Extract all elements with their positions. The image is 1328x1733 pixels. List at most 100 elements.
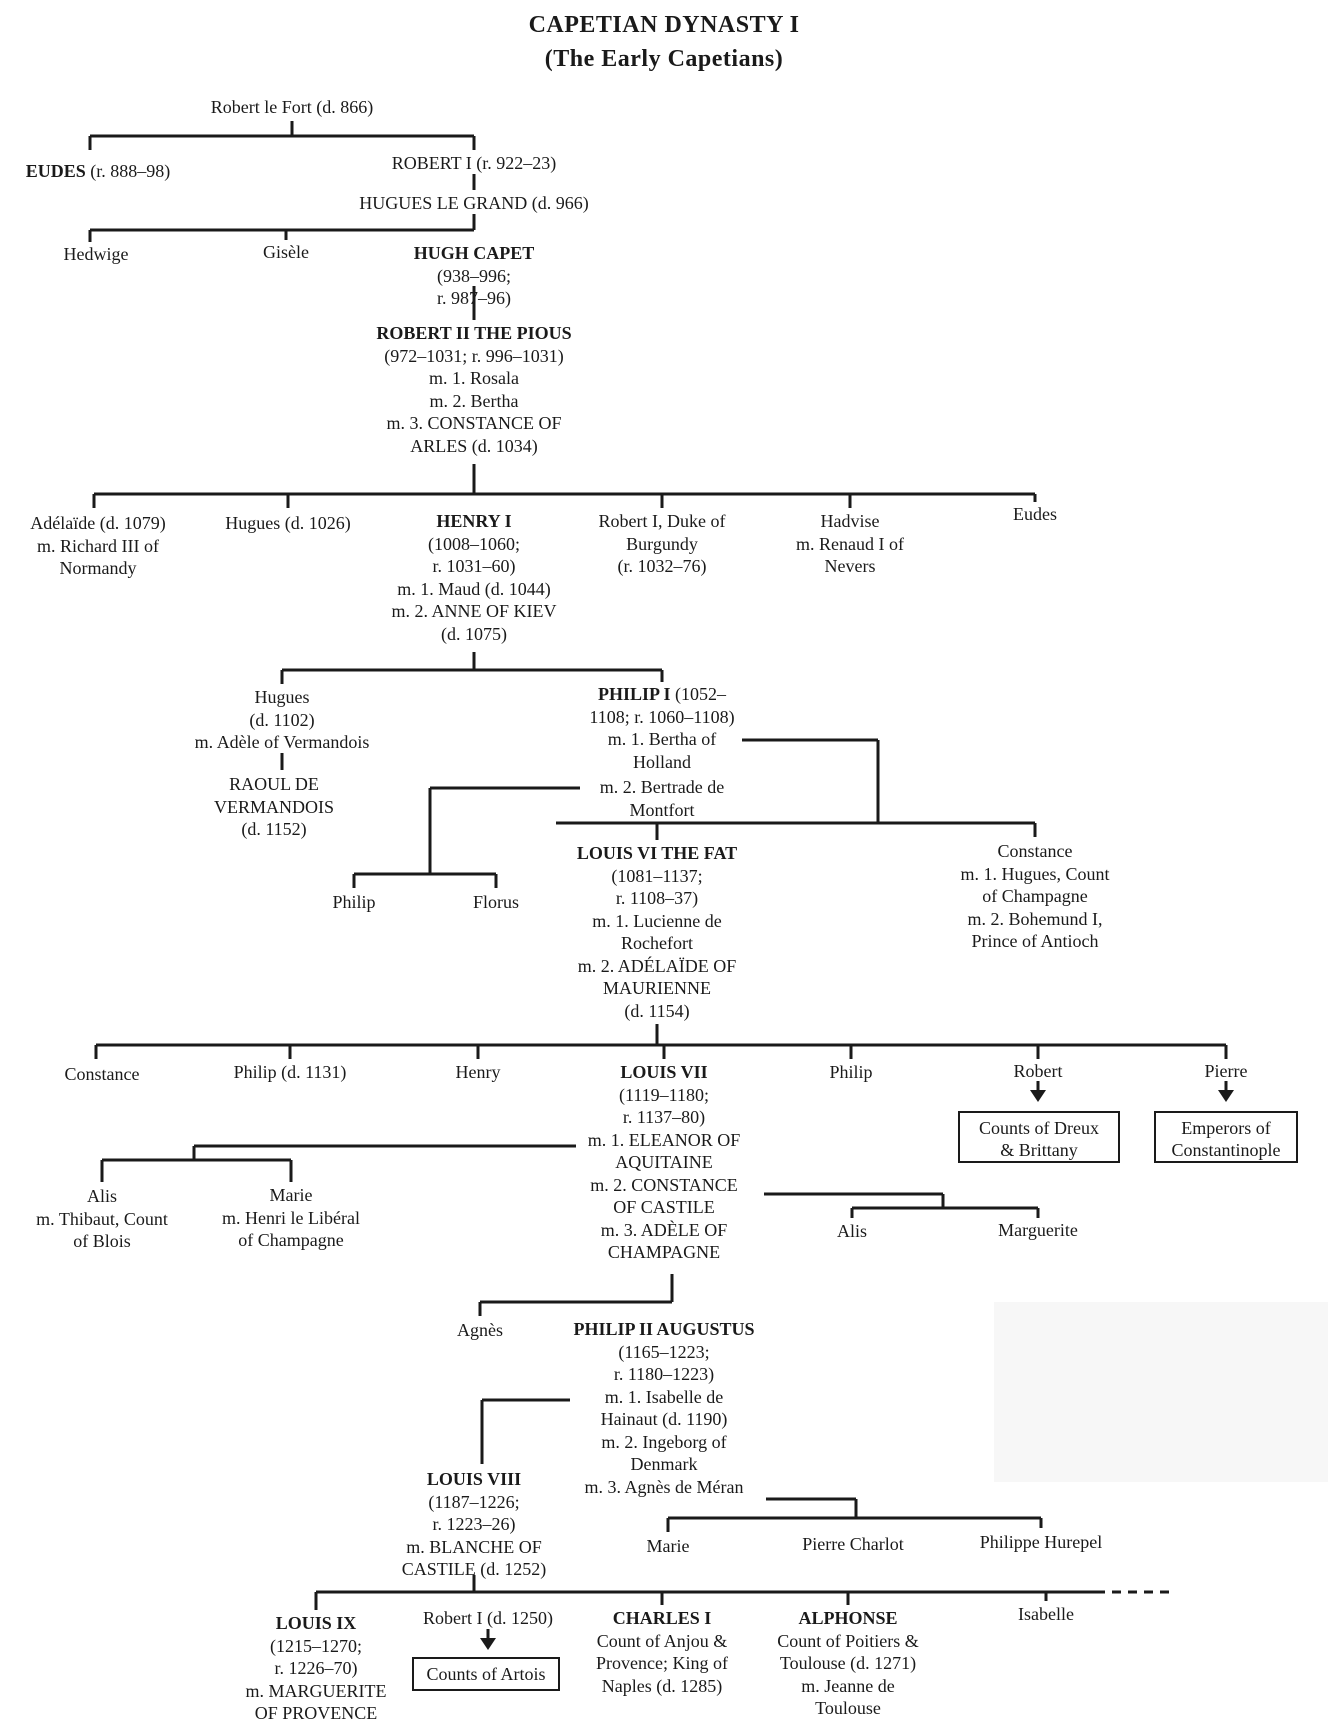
person-detail: m. 3. Agnès de Méran: [584, 1476, 744, 1497]
person-detail: m. 2. CONSTANCE: [590, 1174, 738, 1195]
person-detail: (938–996;: [436, 265, 511, 286]
person-detail: r. 1226–70): [274, 1658, 358, 1678]
person-detail: m. 2. Ingeborg of: [601, 1431, 727, 1452]
person-detail: m. Thibaut, Count: [36, 1208, 168, 1229]
person-detail: r. 1223–26): [432, 1514, 516, 1534]
person-detail: (1215–1270;: [270, 1635, 362, 1656]
person-name: PHILIP I: [597, 684, 671, 704]
person-detail: m. 1. Maud (d. 1044): [397, 578, 551, 599]
descent-arrow-icon: [480, 1638, 496, 1650]
person-name: HUGH CAPET: [413, 243, 535, 263]
person-name: LOUIS VII: [620, 1062, 708, 1082]
person-robert-1250: Robert I (d. 1250): [423, 1607, 553, 1630]
person-detail: Toulouse: [815, 1698, 881, 1718]
person-detail: OF CASTILE: [613, 1197, 715, 1217]
person-detail: (d. 1102): [249, 709, 315, 730]
person-detail: m. 3. ADÈLE OF: [600, 1219, 728, 1240]
person-detail: (972–1031; r. 996–1031): [384, 345, 564, 366]
person-isabelle: Isabelle: [1018, 1603, 1074, 1626]
person-detail: m. MARGUERITE: [245, 1680, 387, 1701]
person-detail: (1187–1226;: [428, 1491, 520, 1512]
person-detail: of Champagne: [238, 1230, 344, 1250]
person-name: Gisèle: [263, 242, 309, 262]
person-name: Constance: [997, 841, 1073, 861]
person-louis-ix: LOUIS IX(1215–1270;r. 1226–70)m. MARGUER…: [246, 1612, 387, 1725]
person-name: Marguerite: [998, 1220, 1078, 1240]
person-robert-dreux: Robert: [1014, 1060, 1063, 1083]
lineage-box-line: Constantinople: [1171, 1140, 1281, 1160]
person-name: Isabelle: [1018, 1604, 1074, 1624]
person-name: Alis: [836, 1221, 868, 1241]
person-detail: m. 1. Hugues, Count: [960, 863, 1110, 884]
person-detail: MAURIENNE: [603, 978, 711, 998]
person-name: ROBERT II THE PIOUS: [376, 323, 572, 343]
person-philippe-hurepel: Philippe Hurepel: [980, 1531, 1102, 1554]
person-name: Adélaïde (d. 1079): [30, 513, 166, 533]
person-detail: r. 1108–37): [615, 888, 699, 908]
person-detail: m. 2. ADÉLAÏDE OF: [577, 955, 737, 976]
person-name: Robert le Fort (d. 866): [210, 97, 374, 117]
person-detail: Holland: [632, 751, 691, 772]
person-dates: (1052–: [670, 684, 727, 704]
person-detail: m. Henri le Libéral: [222, 1207, 360, 1228]
person-detail: VERMANDOIS: [213, 796, 335, 817]
person-name: Florus: [472, 892, 520, 912]
person-detail: m. 2. Bohemund I,: [967, 908, 1103, 929]
person-dates: (r. 888–98): [85, 161, 171, 181]
person-detail: (d. 1075): [441, 623, 507, 644]
person-constance-2: Constance: [65, 1063, 140, 1086]
person-alis-2: Alis: [837, 1220, 867, 1243]
person-detail: Count of Anjou &: [596, 1630, 728, 1651]
person-detail: m. Adèle of Vermandois: [194, 732, 370, 752]
person-detail: of Blois: [73, 1231, 131, 1251]
person-hugues-1026: Hugues (d. 1026): [225, 512, 350, 535]
person-philip-son: Philip: [332, 891, 375, 914]
person-henry-i: HENRY I(1008–1060;r. 1031–60)m. 1. Maud …: [392, 510, 557, 645]
lineage-box-counts-artois: Counts of Artois: [412, 1657, 560, 1691]
person-detail: (1008–1060;: [428, 533, 520, 554]
person-detail: Prince of Antioch: [971, 931, 1099, 951]
person-philip-3: Philip: [829, 1061, 872, 1084]
person-henry-2: Henry: [456, 1061, 501, 1084]
lineage-box-line: Counts of Dreux: [979, 1118, 1099, 1138]
person-name: Henry: [455, 1062, 501, 1082]
person-detail: CASTILE (d. 1252): [401, 1559, 547, 1579]
person-philip-1131: Philip (d. 1131): [234, 1061, 347, 1084]
person-detail: m. 1. Rosala: [429, 368, 519, 388]
lineage-box-line: & Brittany: [1000, 1140, 1078, 1160]
person-detail: Hainaut (d. 1190): [600, 1409, 728, 1429]
person-detail: m. 3. CONSTANCE OF: [386, 413, 562, 433]
person-eudes-888: EUDES (r. 888–98): [26, 160, 171, 183]
person-detail: m. BLANCHE OF: [406, 1536, 542, 1557]
person-name: Robert I, Duke of: [598, 511, 726, 531]
person-detail: m. Renaud I of: [796, 533, 904, 554]
descent-arrow-icon: [1030, 1090, 1046, 1102]
person-robert-ii: ROBERT II THE PIOUS(972–1031; r. 996–103…: [376, 322, 571, 457]
person-philip-i: PHILIP I (1052–1108; r. 1060–1108)m. 1. …: [589, 683, 734, 773]
person-robert-le-fort: Robert le Fort (d. 866): [211, 96, 373, 119]
person-detail: (d. 1152): [241, 819, 307, 839]
person-detail: Denmark: [630, 1454, 698, 1474]
person-marguerite: Marguerite: [998, 1219, 1078, 1242]
person-name: Constance: [64, 1064, 140, 1084]
paper-overlap: [994, 1302, 1328, 1482]
person-detail: of Champagne: [982, 886, 1088, 906]
person-name: HENRY I: [436, 511, 512, 531]
person-name: LOUIS IX: [275, 1613, 357, 1633]
lineage-box-line: Emperors of: [1181, 1118, 1271, 1138]
person-name: CHARLES I: [612, 1608, 712, 1628]
person-marie-2: Marie: [647, 1535, 690, 1558]
person-detail: m. Richard III of: [37, 535, 159, 556]
person-detail: Count of Poitiers &: [777, 1630, 919, 1651]
person-name: RAOUL DE: [229, 774, 319, 794]
person-philip-ii: PHILIP II AUGUSTUS(1165–1223;r. 1180–122…: [573, 1318, 754, 1498]
person-name: Hedwige: [63, 244, 129, 264]
person-detail: Provence; King of: [596, 1653, 728, 1673]
person-name: m. 2. Bertrade de: [599, 777, 725, 797]
lineage-box-line: Counts of Artois: [426, 1664, 546, 1684]
person-detail: (1119–1180;: [619, 1084, 709, 1105]
person-louis-vii: LOUIS VII(1119–1180;r. 1137–80)m. 1. ELE…: [588, 1061, 741, 1264]
